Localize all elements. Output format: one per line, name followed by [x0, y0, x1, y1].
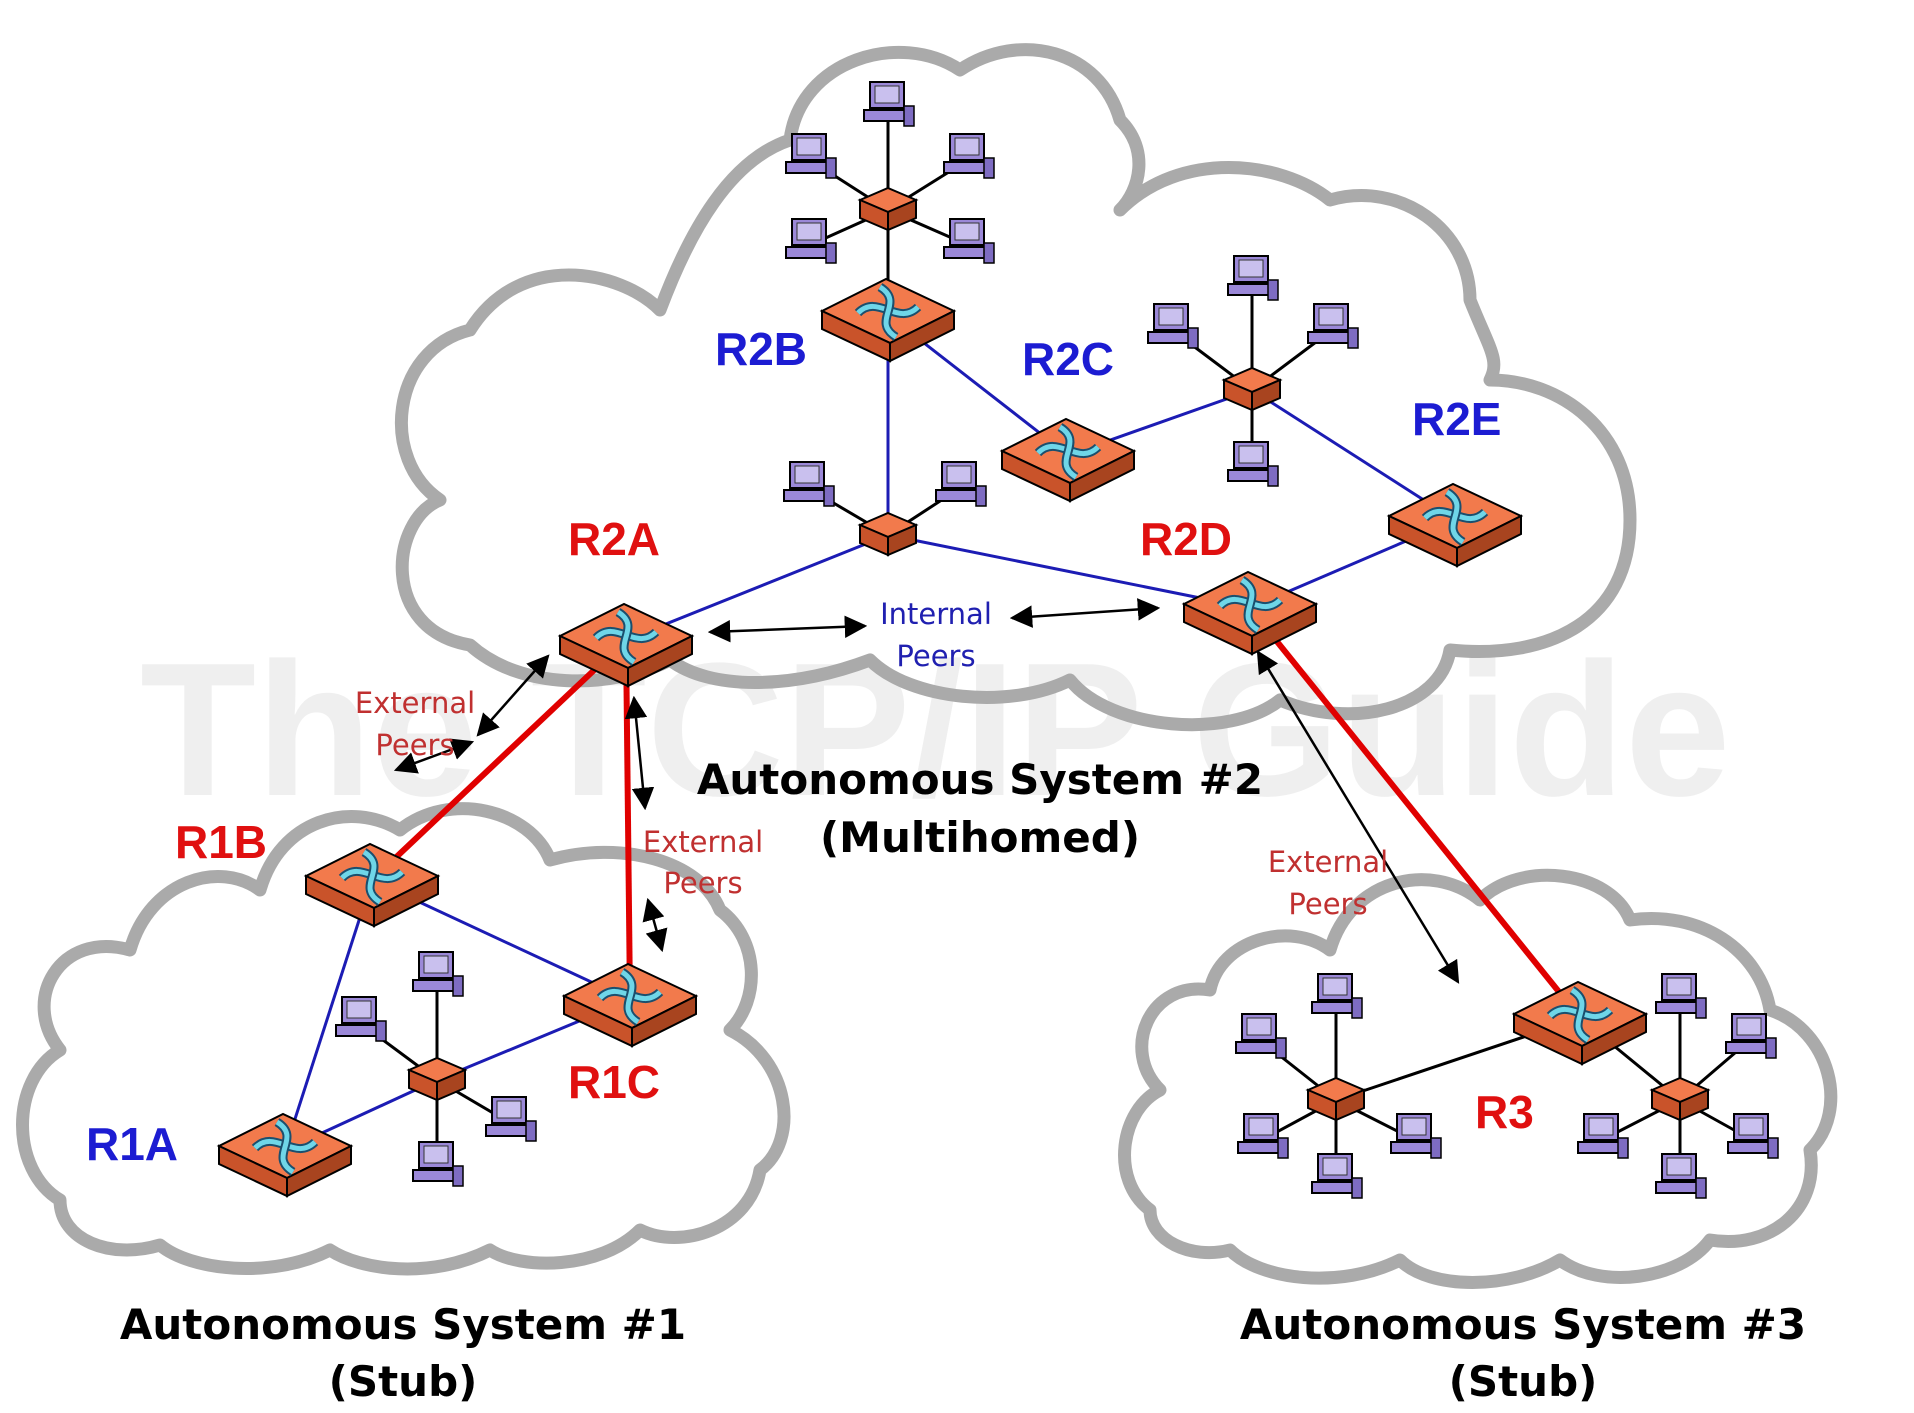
- internal-peers-label-line1: Internal: [880, 597, 992, 631]
- router-label-r1b: R1B: [175, 816, 267, 868]
- computer-icon: [1655, 1153, 1707, 1199]
- router-label-r2d: R2D: [1140, 513, 1232, 565]
- as3-type-label: (Stub): [1449, 1357, 1598, 1406]
- external-peers-ab-label-line2: Peers: [375, 728, 454, 762]
- link-r1b-r1a: [283, 879, 374, 1151]
- router-icon-r2a: [557, 602, 695, 688]
- hub-icon-as3-right: [1649, 1076, 1711, 1122]
- external-peers-ab-arrow-bottom: [393, 738, 475, 774]
- router-label-r1a: R1A: [86, 1118, 178, 1170]
- external-peers-ab-arrow-top: [476, 654, 550, 737]
- computer-icon: [785, 218, 837, 264]
- external-peers-ac-label-line1: External: [643, 825, 763, 859]
- computer-icon: [943, 133, 995, 179]
- link-r2a-hub-mid: [625, 533, 889, 642]
- as2-type-label: (Multihomed): [820, 813, 1140, 862]
- link-hub-mid-r2d: [887, 533, 1251, 610]
- computer-icon: [1577, 1113, 1629, 1159]
- hub-icon-r2c: [1221, 366, 1283, 412]
- router-icon-r1b: [303, 842, 441, 928]
- computer-icon: [335, 996, 387, 1042]
- external-peers-ab-label-line1: External: [355, 686, 475, 720]
- computer-icon: [412, 951, 464, 997]
- as3-name-label: Autonomous System #3: [1240, 1300, 1806, 1349]
- link-ebgp-r2a-r1c: [623, 639, 633, 1001]
- as2-name-label: Autonomous System #2: [697, 755, 1263, 804]
- router-label-r1c: R1C: [568, 1056, 660, 1108]
- router-icon-r2c: [999, 417, 1137, 503]
- hub-icon-top: [857, 186, 919, 232]
- router-label-r2c: R2C: [1022, 333, 1114, 385]
- router-label-r3: R3: [1475, 1086, 1534, 1138]
- computer-icon: [485, 1096, 537, 1142]
- router-icon-r1a: [216, 1112, 354, 1198]
- computer-icon: [1147, 303, 1199, 349]
- external-peers-ac-arrow-bottom: [642, 897, 668, 953]
- router-icon-r1c: [561, 962, 699, 1048]
- link-ebgp-r2a-r1b: [369, 637, 629, 883]
- computer-icon: [1237, 1113, 1289, 1159]
- cloud-as2: [394, 43, 1637, 732]
- internal-peers-arrow-right: [1009, 598, 1161, 628]
- computer-icon: [1655, 973, 1707, 1019]
- router-icon-r2d: [1181, 570, 1319, 656]
- router-label-r2e: R2E: [1412, 393, 1501, 445]
- computer-icon: [935, 461, 987, 507]
- internal-peers-label-line2: Peers: [896, 639, 975, 673]
- external-peers-ac-label-line2: Peers: [663, 866, 742, 900]
- computer-icon: [1235, 1013, 1287, 1059]
- router-icon-r2b: [819, 277, 957, 363]
- computer-icon: [785, 133, 837, 179]
- external-peers-d3-label-line2: Peers: [1288, 887, 1367, 921]
- computer-icon: [1727, 1113, 1779, 1159]
- computer-icon: [1725, 1013, 1777, 1059]
- computer-icon: [1227, 441, 1279, 487]
- computer-icon: [1311, 1153, 1363, 1199]
- hub-icon-as3-left: [1305, 1076, 1367, 1122]
- computer-icon: [1311, 973, 1363, 1019]
- external-peers-ac-arrow-top: [624, 695, 655, 811]
- computer-icon: [1390, 1113, 1442, 1159]
- watermark-text: The TCP/IP Guide: [140, 624, 1731, 836]
- router-label-r2b: R2B: [715, 323, 807, 375]
- router-icon-r2e: [1386, 482, 1524, 568]
- hub-icon-as1: [406, 1056, 468, 1102]
- hub-icon-mid: [857, 511, 919, 557]
- computer-icon: [412, 1141, 464, 1187]
- as1-name-label: Autonomous System #1: [120, 1300, 686, 1349]
- as1-type-label: (Stub): [329, 1357, 478, 1406]
- internal-peers-arrow-left: [707, 615, 868, 643]
- router-label-r2a: R2A: [568, 513, 660, 565]
- external-peers-d3-label-line1: External: [1268, 845, 1388, 879]
- router-icon-r3: [1511, 980, 1649, 1066]
- computer-icon: [783, 461, 835, 507]
- computer-icon: [1307, 303, 1359, 349]
- link-hub-r2e: [1251, 388, 1456, 522]
- cloud-as3: [1118, 868, 1838, 1289]
- cloud-as1: [16, 802, 791, 1276]
- computer-icon: [943, 218, 995, 264]
- computer-icon: [863, 81, 915, 127]
- computer-icon: [1227, 255, 1279, 301]
- external-peers-d3-arrow: [1256, 650, 1460, 984]
